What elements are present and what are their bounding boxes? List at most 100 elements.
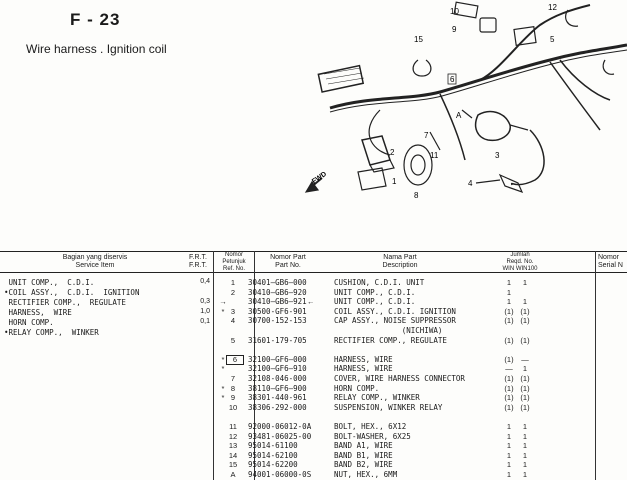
table-row bbox=[216, 412, 627, 422]
cell-q2: — bbox=[521, 354, 529, 364]
cell-q2: 1 bbox=[522, 431, 528, 441]
header-service-item: Bagian yang diservis Service Item bbox=[62, 254, 128, 269]
service-item-frt: 1,0 bbox=[200, 308, 210, 315]
cell-ref: 1 bbox=[230, 278, 236, 287]
cell-desc: HARNESS, WIRE bbox=[334, 364, 393, 374]
cell-part: 94001-06000-0S bbox=[248, 470, 312, 479]
cell-desc: RELAY COMP., WINKER bbox=[334, 393, 420, 403]
service-item-name: RECTIFIER COMP., REGULATE bbox=[4, 298, 126, 307]
cell-desc: HARNESS, WIRE bbox=[334, 354, 393, 364]
cell-ref: 2 bbox=[230, 287, 236, 297]
callout-9: 9 bbox=[452, 25, 457, 34]
cell-ref: 11 bbox=[229, 422, 237, 431]
callout-5: 5 bbox=[550, 35, 555, 44]
cell-mark: → bbox=[219, 297, 227, 307]
service-item-name: UNIT COMP., C.D.I. bbox=[4, 278, 95, 287]
cell-q2: 1 bbox=[522, 441, 528, 451]
service-item-name: HORN COMP. bbox=[4, 318, 54, 327]
page-subtitle: Wire harness . Ignition coil bbox=[26, 42, 167, 56]
cell-part: 93481-06025-00 bbox=[248, 431, 312, 441]
cell-mark: * bbox=[221, 364, 225, 374]
cell-part: 31601-179-705 bbox=[248, 335, 307, 345]
cell-part: 30401—GB6—000 bbox=[248, 278, 307, 287]
cell-desc: UNIT COMP., C.D.I. bbox=[334, 297, 416, 307]
cell-mark: * bbox=[221, 306, 225, 316]
cell-q2: (1) bbox=[520, 393, 530, 403]
cell-q1: (1) bbox=[504, 374, 514, 383]
callout-6: 6 bbox=[450, 75, 455, 84]
cell-desc: CUSHION, C.D.I. UNIT bbox=[334, 278, 425, 287]
cell-ref: 14 bbox=[228, 450, 238, 460]
cell-q2: 1 bbox=[522, 450, 528, 460]
cell-ref: 13 bbox=[228, 441, 238, 451]
cell-desc: (NICHIWA) bbox=[334, 326, 443, 335]
cell-q1: 1 bbox=[506, 297, 512, 307]
cell-part: 95014-62200 bbox=[248, 460, 298, 470]
cell-desc: CAP ASSY., NOISE SUPPRESSOR bbox=[334, 316, 456, 326]
cell-arrow: ← bbox=[307, 297, 315, 307]
header-qty: Jumlah Reqd. No. WIN WIN100 bbox=[502, 252, 538, 272]
cell-part: 30410—GB6—920 bbox=[248, 287, 307, 297]
cell-desc: NUT, HEX., 6MM bbox=[334, 470, 398, 479]
cell-mark: * bbox=[221, 393, 225, 403]
cell-q1: 1 bbox=[506, 422, 512, 431]
callout-a: A bbox=[456, 111, 462, 120]
cell-q2: 1 bbox=[522, 460, 528, 470]
cell-ref: 9 bbox=[230, 393, 236, 403]
cell-ref: 8 bbox=[230, 383, 236, 393]
cell-desc: RECTIFIER COMP., REGULATE bbox=[334, 335, 447, 345]
callout-11: 11 bbox=[430, 151, 439, 160]
table-divider bbox=[213, 251, 214, 480]
cell-ref: 5 bbox=[230, 335, 236, 345]
cell-q1: (1) bbox=[504, 393, 514, 403]
cell-q1: 1 bbox=[506, 470, 512, 479]
cell-part: 95014-62100 bbox=[248, 450, 298, 460]
cell-desc: UNIT COMP., C.D.I. bbox=[334, 287, 416, 297]
cell-part: 95014-61100 bbox=[248, 441, 298, 451]
cell-q1: (1) bbox=[504, 354, 514, 364]
cell-part: 30410—GB6—921 bbox=[248, 297, 307, 307]
service-item-frt: 0,4 bbox=[200, 278, 210, 285]
cell-part: 32100—GF6—910 bbox=[248, 364, 307, 374]
cell-desc: BOLT, HEX., 6X12 bbox=[334, 422, 407, 431]
cell-q2: (1) bbox=[520, 383, 530, 393]
cell-q1: 1 bbox=[506, 431, 512, 441]
cell-q1: — bbox=[505, 364, 513, 374]
callout-1: 1 bbox=[392, 177, 397, 186]
table-row bbox=[216, 345, 627, 355]
cell-ref: 3 bbox=[230, 306, 236, 316]
cell-ref: 12 bbox=[228, 431, 238, 441]
cell-desc: BAND B2, WIRE bbox=[334, 460, 393, 470]
table-header-rule bbox=[0, 272, 627, 273]
cell-q1: (1) bbox=[504, 383, 514, 393]
header-serial: Nomor Serial N bbox=[598, 254, 623, 269]
callout-7: 7 bbox=[424, 131, 429, 140]
cell-desc: COVER, WIRE HARNESS CONNECTOR bbox=[334, 374, 465, 383]
callout-2: 2 bbox=[390, 148, 395, 157]
cell-desc: SUSPENSION, WINKER RELAY bbox=[334, 402, 443, 412]
cell-q1: (1) bbox=[504, 306, 514, 316]
fwd-label: FWD bbox=[311, 171, 328, 186]
table-top-rule bbox=[0, 251, 627, 252]
cell-q1: 1 bbox=[506, 278, 512, 287]
cell-part: 32100—GF6—000 bbox=[248, 354, 307, 364]
service-item-name: •COIL ASSY., C.D.I. IGNITION bbox=[4, 288, 140, 297]
cell-q2: (1) bbox=[520, 402, 530, 412]
cell-ref: 10 bbox=[228, 402, 238, 412]
header-frt: F.R.T. F.R.T. bbox=[189, 254, 207, 269]
cell-desc: BAND A1, WIRE bbox=[334, 441, 393, 451]
